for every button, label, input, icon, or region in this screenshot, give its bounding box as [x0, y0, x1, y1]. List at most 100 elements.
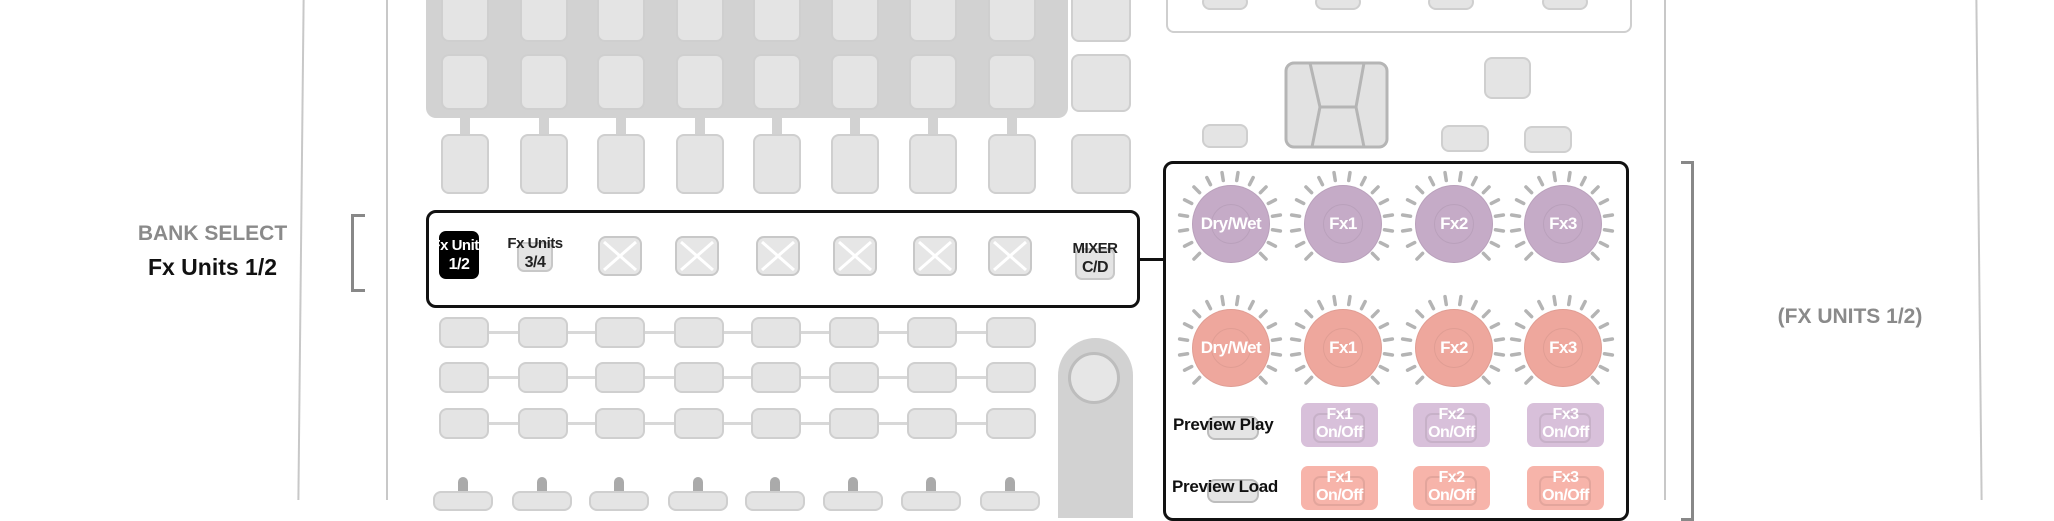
knob-unit2-fx1[interactable]: Fx1: [1304, 309, 1382, 387]
lower-button-r1-c1[interactable]: [439, 317, 489, 348]
lower-button-r2-c2[interactable]: [518, 362, 568, 393]
lower-button-r3-c6[interactable]: [829, 408, 879, 439]
lower-button-r1-c8[interactable]: [986, 317, 1036, 348]
knob-unit2-fx3[interactable]: Fx3: [1524, 309, 1602, 387]
nav-button-right-2[interactable]: [1524, 126, 1572, 153]
pad-top-8[interactable]: [988, 0, 1036, 42]
preview-play-button[interactable]: [1207, 416, 1259, 440]
pad-bottom-6[interactable]: [831, 54, 879, 110]
pad-mode-button-8[interactable]: [988, 134, 1036, 194]
knob-unit1-fx2[interactable]: Fx2: [1415, 185, 1493, 263]
pad-bottom-2[interactable]: [520, 54, 568, 110]
pad-top-6[interactable]: [831, 0, 879, 42]
top-button-3[interactable]: [1428, 0, 1474, 10]
side-button-3[interactable]: [1071, 134, 1131, 194]
knob-tick: [1258, 309, 1268, 319]
pad-mode-button-5[interactable]: [753, 134, 801, 194]
pad-top-4[interactable]: [676, 0, 724, 42]
bank-button-disabled-6[interactable]: [988, 236, 1032, 276]
lower-button-r2-c7[interactable]: [907, 362, 957, 393]
bank-button-disabled-1[interactable]: [598, 236, 642, 276]
lower-button-r1-c6[interactable]: [829, 317, 879, 348]
knob-unit1-fx1[interactable]: Fx1: [1304, 185, 1382, 263]
knob-unit2-dry-wet[interactable]: Dry/Wet: [1192, 309, 1270, 387]
disabled-x-icon: [838, 240, 872, 272]
lower-button-r2-c3[interactable]: [595, 362, 645, 393]
pad-top-3[interactable]: [597, 0, 645, 42]
nav-button-left[interactable]: [1202, 124, 1248, 148]
pad-bottom-7[interactable]: [909, 54, 957, 110]
pad-mode-button-2[interactable]: [520, 134, 568, 194]
knob-unit1-dry-wet[interactable]: Dry/Wet: [1192, 185, 1270, 263]
bank-button-disabled-2[interactable]: [675, 236, 719, 276]
pad-mode-button-3[interactable]: [597, 134, 645, 194]
bank-button-disabled-3[interactable]: [756, 236, 800, 276]
lower-button-r3-c5[interactable]: [751, 408, 801, 439]
pad-top-7[interactable]: [909, 0, 957, 42]
bank-button-disabled-4[interactable]: [833, 236, 877, 276]
pad-bottom-3[interactable]: [597, 54, 645, 110]
lower-button-r3-c7[interactable]: [907, 408, 957, 439]
knob-tick: [1304, 375, 1314, 385]
lower-button-r2-c6[interactable]: [829, 362, 879, 393]
top-button-4[interactable]: [1542, 0, 1588, 10]
pad-top-5[interactable]: [753, 0, 801, 42]
lower-button-r2-c1[interactable]: [439, 362, 489, 393]
jog-slider-knob[interactable]: [1068, 352, 1120, 404]
knob-tick: [1524, 251, 1534, 261]
lower-button-r1-c3[interactable]: [595, 317, 645, 348]
pad-bottom-5[interactable]: [753, 54, 801, 110]
pad-mode-button-6[interactable]: [831, 134, 879, 194]
pad-bottom-1[interactable]: [441, 54, 489, 110]
side-button-1[interactable]: [1071, 0, 1131, 42]
pad-bottom-4[interactable]: [676, 54, 724, 110]
knob-tick: [1524, 309, 1534, 319]
knob-tick: [1537, 299, 1545, 311]
lower-button-r3-c1[interactable]: [439, 408, 489, 439]
nav-button-right-1[interactable]: [1441, 125, 1489, 152]
pad-bottom-8[interactable]: [988, 54, 1036, 110]
lower-button-r1-c7[interactable]: [907, 317, 957, 348]
nav-button-top-right[interactable]: [1484, 57, 1531, 99]
lower-button-r1-c5[interactable]: [751, 317, 801, 348]
lower-button-r3-c3[interactable]: [595, 408, 645, 439]
pad-top-2[interactable]: [520, 0, 568, 42]
knob-tick: [1481, 251, 1491, 261]
top-button-1[interactable]: [1202, 0, 1248, 10]
knob-unit2-fx2[interactable]: Fx2: [1415, 309, 1493, 387]
lower-button-r2-c4[interactable]: [674, 362, 724, 393]
bank-button-disabled-5[interactable]: [913, 236, 957, 276]
top-button-2[interactable]: [1315, 0, 1361, 10]
lower-button-r3-c8[interactable]: [986, 408, 1036, 439]
button-line2: On/Off: [1316, 424, 1363, 441]
knob-tick: [1400, 227, 1413, 233]
lower-button-r2-c5[interactable]: [751, 362, 801, 393]
pad-mode-button-1[interactable]: [441, 134, 489, 194]
pad-mode-button-7[interactable]: [909, 134, 957, 194]
pad-stem: [695, 118, 705, 136]
navigation-pad[interactable]: [1284, 61, 1389, 149]
knob-tick: [1378, 240, 1390, 248]
knob-tick: [1370, 309, 1380, 319]
lower-button-r2-c8[interactable]: [986, 362, 1036, 393]
pad-mode-button-4[interactable]: [676, 134, 724, 194]
knob-tick: [1602, 351, 1615, 357]
side-button-2[interactable]: [1071, 54, 1131, 112]
lower-button-r3-c2[interactable]: [518, 408, 568, 439]
knob-tick: [1524, 185, 1534, 195]
lower-button-r1-c2[interactable]: [518, 317, 568, 348]
lower-button-r1-c4[interactable]: [674, 317, 724, 348]
preview-load-button[interactable]: [1207, 479, 1259, 503]
lower-button-r3-c4[interactable]: [674, 408, 724, 439]
knob-unit1-fx3[interactable]: Fx3: [1524, 185, 1602, 263]
pad-top-1[interactable]: [441, 0, 489, 42]
